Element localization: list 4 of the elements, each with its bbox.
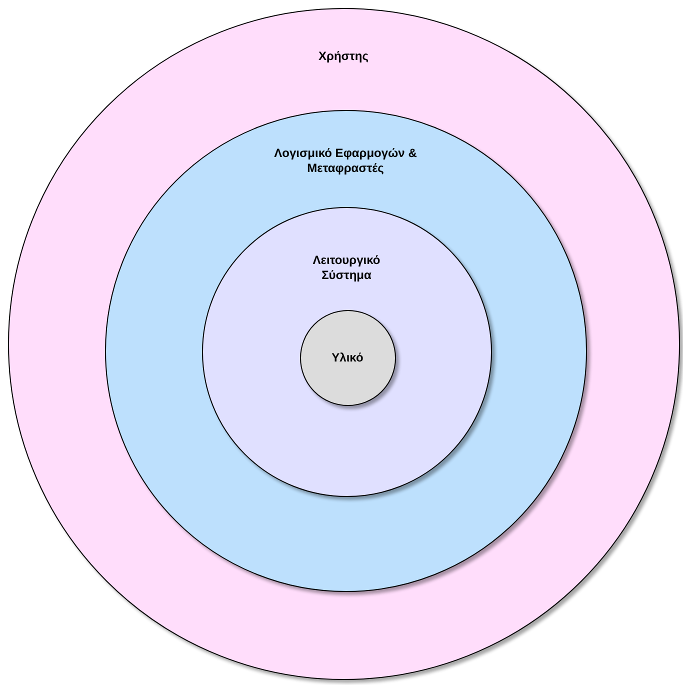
- layer-label: Χρήστης: [318, 49, 370, 64]
- layer-label: Λογισμικό Εφαρμογών & Μεταφραστές: [273, 146, 418, 176]
- layer-label: Υλικό: [330, 350, 364, 366]
- layer-label: Λειτουργικό Σύστημα: [312, 253, 382, 283]
